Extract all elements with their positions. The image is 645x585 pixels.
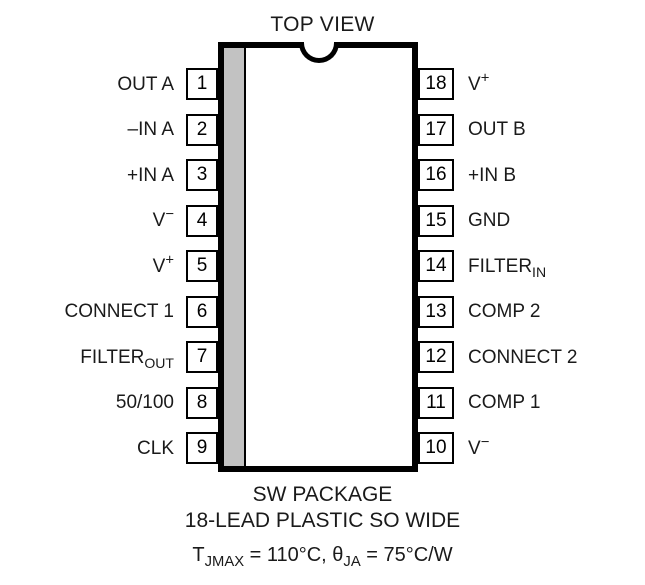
pin-15-label-gnd: GND: [468, 210, 511, 231]
pin-18-label-v: V+: [468, 70, 490, 95]
pin-18-number-box: 18: [418, 68, 454, 100]
pin-15-row: 15 GND: [418, 204, 511, 237]
pin-17-number-box: 17: [418, 113, 454, 146]
pin-14-number-box: 14: [418, 250, 454, 282]
pin-1-number-box: 1: [186, 68, 218, 100]
pin-17-label-out-b: OUT B: [468, 119, 526, 140]
pin-10-row: 10 V−: [418, 432, 489, 464]
thermal-spec-caption: TJMAX = 110°C, θJA = 75°C/W: [0, 544, 645, 570]
pin-11-row: 11 COMP 1: [418, 386, 541, 419]
pin-14-label-filter-in: FILTERIN: [468, 255, 547, 280]
pin-7-label-filter-out: FILTEROUT: [80, 346, 174, 371]
pin-1-notch-icon: [299, 42, 339, 63]
diagram-title: TOP VIEW: [270, 13, 375, 36]
pin-4-label-v: V−: [152, 206, 174, 231]
pin-10-number-box: 10: [418, 432, 454, 464]
pin-11-number-box: 11: [418, 386, 454, 419]
pin-13-number-box: 13: [418, 295, 454, 328]
pin-9-label-clk: CLK: [137, 437, 174, 459]
pin-13-row: 13 COMP 2: [418, 295, 541, 328]
pin-8-row: 50/100 8: [115, 386, 218, 419]
pin-16-label-in-b: +IN B: [468, 164, 517, 186]
pin-4-number-box: 4: [186, 204, 218, 237]
tjmax-symbol: T: [192, 544, 205, 566]
pin-13-label-comp-2: COMP 2: [468, 301, 541, 322]
pin-16-row: 16 +IN B: [418, 159, 516, 191]
pin-9-row: CLK 9: [137, 432, 218, 464]
pin-11-label-comp-1: COMP 1: [468, 392, 541, 413]
tjmax-subscript: JMAX: [204, 554, 245, 570]
pin-16-number-box: 16: [418, 159, 454, 191]
pin-14-row: 14 FILTERIN: [418, 250, 546, 282]
package-name-caption: SW PACKAGE: [252, 483, 393, 506]
pin-7-number-box: 7: [186, 341, 218, 373]
pin-8-number-box: 8: [186, 386, 218, 419]
subscript-out: OUT: [144, 354, 174, 371]
pin-17-row: 17 OUT B: [418, 113, 526, 146]
pin-2-number-box: 2: [186, 113, 218, 146]
superscript-plus: +: [165, 252, 174, 269]
pin-5-label-v: V+: [152, 252, 174, 277]
package-description-caption: 18-LEAD PLASTIC SO WIDE: [184, 509, 461, 532]
package-outline: [218, 42, 418, 472]
pin-8-label-50-100: 50/100: [115, 392, 174, 413]
pin-6-label-connect-1: CONNECT 1: [64, 301, 174, 322]
subscript-in: IN: [532, 263, 547, 280]
pin-15-number-box: 15: [418, 204, 454, 237]
pin-6-row: CONNECT 1 6: [64, 295, 218, 328]
pin-10-label-v: V−: [468, 434, 490, 459]
pin-12-number-box: 12: [418, 341, 454, 373]
tjmax-value: = 110°C,: [244, 544, 333, 566]
pin-3-number-box: 3: [186, 159, 218, 191]
pin-18-row: 18 V+: [418, 68, 489, 100]
pin-5-row: V+ 5: [153, 250, 218, 282]
theta-value: = 75°C/W: [360, 544, 453, 566]
package-lead-bar: [224, 48, 246, 466]
superscript-minus: −: [480, 434, 490, 451]
pin-1-label-out-a: OUT A: [117, 73, 174, 95]
superscript-plus: +: [480, 70, 490, 87]
pin-2-label-in-a: –IN A: [127, 119, 174, 140]
pin-3-label-in-a: +IN A: [127, 164, 174, 186]
pin-9-number-box: 9: [186, 432, 218, 464]
pin-12-row: 12 CONNECT 2: [418, 341, 577, 373]
pin-3-row: +IN A 3: [127, 159, 218, 191]
pin-6-number-box: 6: [186, 295, 218, 328]
superscript-minus: −: [165, 206, 174, 223]
pin-2-row: –IN A 2: [127, 113, 218, 146]
theta-subscript: JA: [343, 554, 361, 570]
pin-5-number-box: 5: [186, 250, 218, 282]
pin-7-row: FILTEROUT 7: [80, 341, 218, 373]
theta-symbol: θ: [332, 544, 344, 566]
pin-12-label-connect-2: CONNECT 2: [468, 346, 578, 368]
pin-1-row: OUT A 1: [117, 68, 218, 100]
pin-4-row: V− 4: [152, 204, 218, 237]
